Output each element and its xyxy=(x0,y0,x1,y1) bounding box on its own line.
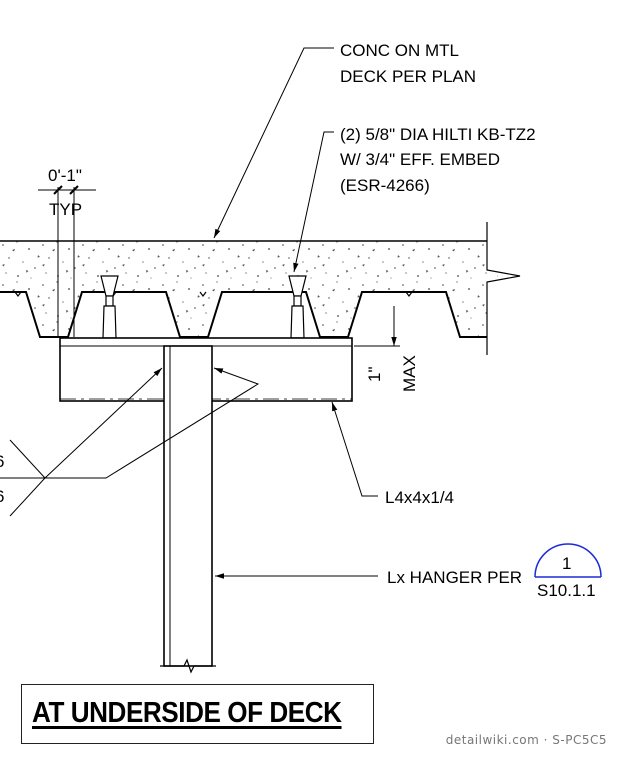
deck-note-line2: DECK PER PLAN xyxy=(340,67,476,86)
anchor-note-line1: (2) 5/8" DIA HILTI KB-TZ2 xyxy=(340,125,536,144)
weld-leader-a xyxy=(44,367,163,479)
gap-value: 1" xyxy=(365,367,384,383)
anchor-note-line3: (ESR-4266) xyxy=(340,176,430,195)
weld-size-bottom: 6 xyxy=(0,487,4,506)
weld-size-top: 6 xyxy=(0,452,4,471)
deck-leader xyxy=(213,47,334,239)
weld-symbol xyxy=(0,439,46,517)
gap-note: MAX xyxy=(400,355,419,392)
gap-dimension xyxy=(354,306,400,347)
deck-note-line1: CONC ON MTL xyxy=(340,41,459,60)
dimension-note: TYP xyxy=(49,200,82,219)
metal-deck xyxy=(0,291,487,338)
title-box: AT UNDERSIDE OF DECK xyxy=(21,684,374,744)
slab-break-line xyxy=(486,222,521,355)
hanger-member xyxy=(163,345,213,667)
detail-number: 1 xyxy=(562,554,571,573)
detail-title: AT UNDERSIDE OF DECK xyxy=(32,697,342,729)
weld-leader-b xyxy=(45,367,260,479)
detail-sheet: S10.1.1 xyxy=(537,581,596,600)
watermark: detailwiki.com · S-PC5C5 xyxy=(445,733,607,747)
edge-dimension xyxy=(38,185,96,337)
angle-note: L4x4x1/4 xyxy=(385,488,454,507)
hanger-break-line xyxy=(160,658,216,674)
detail-reference-bubble xyxy=(534,543,602,578)
angle-leader xyxy=(331,401,378,497)
anchor-note-line2: W/ 3/4" EFF. EMBED xyxy=(340,150,500,169)
concrete-slab xyxy=(0,241,498,337)
leaders xyxy=(44,47,378,579)
anchor-leader xyxy=(293,131,334,273)
dimension-value: 0'-1" xyxy=(48,166,82,185)
hanger-note: Lx HANGER PER xyxy=(387,568,522,587)
